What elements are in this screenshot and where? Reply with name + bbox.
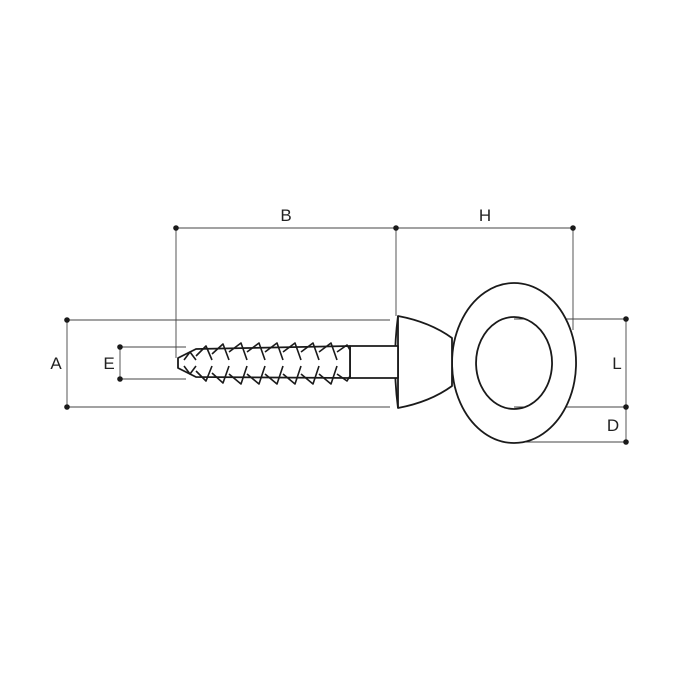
dot-a-bottom bbox=[64, 404, 70, 410]
dot-d-bottom bbox=[623, 439, 629, 445]
eye-screw bbox=[177, 282, 577, 444]
label-b: B bbox=[280, 206, 291, 225]
dot-e-bottom bbox=[117, 376, 123, 382]
dot-e-top bbox=[117, 344, 123, 350]
threaded-body bbox=[177, 345, 351, 379]
dot-b-left bbox=[173, 225, 179, 231]
dimension-dots bbox=[64, 225, 629, 445]
dot-l-bottom bbox=[623, 404, 629, 410]
eye-collar bbox=[394, 315, 453, 409]
thread-crests bbox=[183, 342, 351, 385]
dimension-labels: B H A E L D bbox=[50, 206, 621, 435]
dot-l-top bbox=[623, 316, 629, 322]
label-e: E bbox=[103, 354, 114, 373]
eye-ring bbox=[451, 282, 577, 444]
label-l: L bbox=[612, 354, 621, 373]
dot-a-top bbox=[64, 317, 70, 323]
dot-h-right bbox=[570, 225, 576, 231]
smooth-shank bbox=[349, 345, 399, 379]
label-h: H bbox=[479, 206, 491, 225]
label-d: D bbox=[607, 416, 619, 435]
dot-b-right bbox=[393, 225, 399, 231]
label-a: A bbox=[50, 354, 62, 373]
